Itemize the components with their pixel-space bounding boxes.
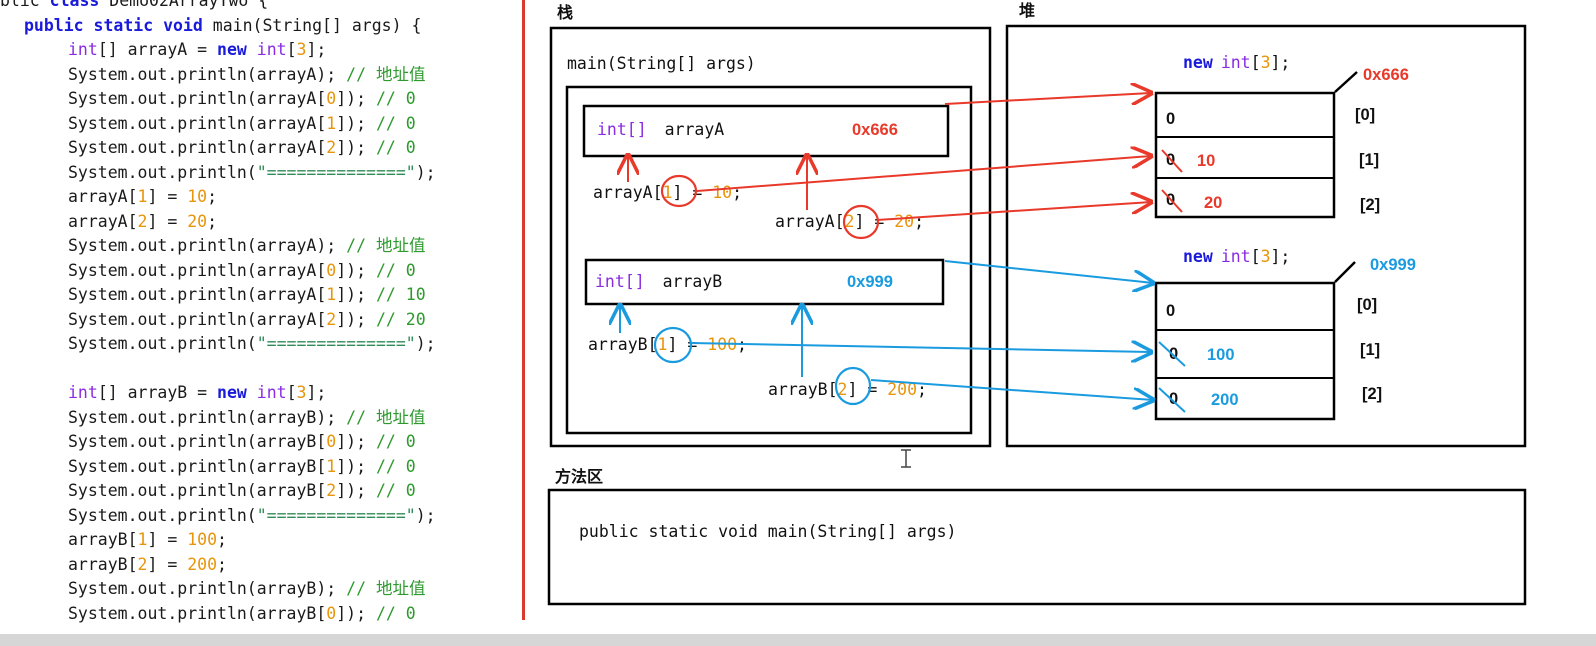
text-cursor-icon xyxy=(901,449,911,468)
method-area-signature: public static void main(String[] args) xyxy=(579,522,957,541)
heap-arrayB-box xyxy=(1154,281,1336,421)
panel-divider xyxy=(522,0,525,620)
code-line: System.out.println(arrayA); // 地址值 xyxy=(68,236,426,255)
arrayB-declaration: int[] arrayB xyxy=(595,272,722,291)
arrayA-index1-circle xyxy=(660,174,698,208)
heap-arrayA-address: 0x666 xyxy=(1363,66,1409,84)
arrayB-index1-write-arrow xyxy=(690,343,1151,352)
heap-arrayB-index: [1] xyxy=(1360,341,1380,359)
strike-mark xyxy=(1158,341,1186,367)
heap-arrayB-index: [2] xyxy=(1362,385,1382,403)
arrayB-index2-circle xyxy=(834,366,872,406)
arrayA-reference-arrow xyxy=(944,93,1151,104)
code-line: System.out.println(arrayB[0]); // 0 xyxy=(68,603,416,623)
heap-arrayA-box xyxy=(1154,91,1336,219)
strike-mark xyxy=(1161,189,1183,213)
heap-arrayA-address-pointer xyxy=(1334,71,1358,93)
arrayA-slot xyxy=(582,104,950,158)
code-line: System.out.println(arrayB); // 地址值 xyxy=(68,579,426,598)
code-line: System.out.println(arrayA[0]); // 0 xyxy=(68,89,416,108)
heap-arrayA-index: [0] xyxy=(1355,106,1375,124)
assign-arrayA-1: arrayA[1] = 10; xyxy=(593,183,742,202)
heap-arrayB-cell-value: 0 xyxy=(1169,390,1178,408)
heap-arrayB-cell-value: 100 xyxy=(1207,346,1235,364)
heap-arrayB-cell-value: 200 xyxy=(1211,391,1239,409)
arrayB-name: arrayB xyxy=(663,272,723,291)
arrayA-address: 0x666 xyxy=(852,121,898,139)
arrayB-slot xyxy=(584,258,945,306)
code-line: arrayB[2] = 200; xyxy=(68,554,227,574)
code-line: System.out.println(arrayA[0]); // 0 xyxy=(68,260,416,280)
code-line: System.out.println("=============="); xyxy=(68,162,436,182)
code-line: blic class Demo02ArrayTwo { xyxy=(0,0,269,10)
code-line: arrayA[2] = 20; xyxy=(68,211,218,231)
code-line: System.out.println("=============="); xyxy=(68,334,436,353)
arrayB-reference-arrow xyxy=(944,260,1153,283)
code-line: System.out.println(arrayB); // 地址值 xyxy=(68,407,426,427)
stack-box xyxy=(549,26,992,448)
arrayB-address: 0x999 xyxy=(847,273,893,291)
arrayA-index1-write-arrow xyxy=(696,156,1151,192)
heap-arrayA-cell-value: 20 xyxy=(1204,194,1222,212)
heap-box xyxy=(1005,24,1527,448)
code-line: System.out.println("=============="); xyxy=(68,505,436,525)
code-editor[interactable]: blic class Demo02ArrayTwo { public static… xyxy=(0,0,522,634)
bottom-scroll-bar[interactable] xyxy=(0,634,1596,646)
code-line: System.out.println(arrayA[2]); // 0 xyxy=(68,138,416,157)
main-frame-label: main(String[] args) xyxy=(567,54,756,73)
arrayA-type: int[] xyxy=(597,120,647,139)
strike-mark xyxy=(1161,149,1183,173)
strike-mark xyxy=(1158,387,1186,413)
code-line: System.out.println(arrayB[1]); // 0 xyxy=(68,456,416,476)
method-area-box xyxy=(547,488,1527,606)
heap-arrayA-cell-value: 10 xyxy=(1197,152,1215,170)
main-stack-frame xyxy=(565,85,973,435)
heap-arrayB-cell-value: 0 xyxy=(1166,302,1175,320)
heap-arrayA-cell-value: 0 xyxy=(1166,110,1175,128)
arrayA-declaration: int[] arrayA xyxy=(597,120,724,139)
code-line: System.out.println(arrayA); // 地址值 xyxy=(68,64,426,84)
heap-arrayB-index: [0] xyxy=(1357,296,1377,314)
arrayA-name: arrayA xyxy=(665,120,725,139)
heap-arrayB-address-pointer xyxy=(1334,261,1356,283)
heap-arrayB-address: 0x999 xyxy=(1370,256,1416,274)
code-line: System.out.println(arrayB[0]); // 0 xyxy=(68,432,416,451)
arrayB-type: int[] xyxy=(595,272,645,291)
heap-arrayA-index: [1] xyxy=(1359,151,1379,169)
arrayA-index2-circle xyxy=(842,204,880,240)
arrayA-index2-write-arrow xyxy=(876,202,1151,221)
code-line: System.out.println(arrayA[1]); // 0 xyxy=(68,113,416,133)
code-line: arrayB[1] = 100; xyxy=(68,530,227,549)
method-signature-text: public static void main(String[] args) xyxy=(579,522,957,541)
heap-arrayB-cell-value: 0 xyxy=(1169,345,1178,363)
method-area-title: 方法区 xyxy=(555,467,603,486)
memory-diagram: 栈 堆 方法区 main(String[] args) int[] arrayA… xyxy=(547,1,1527,606)
code-line: public static void main(String[] args) { xyxy=(24,15,422,35)
code-line: int[] arrayB = new int[3]; xyxy=(68,383,327,402)
heap-title: 堆 xyxy=(1019,1,1035,20)
arrayB-index1-circle xyxy=(653,326,693,364)
assign-arrayA-2: arrayA[2] = 20; xyxy=(775,212,924,231)
heap-arrayA-index: [2] xyxy=(1360,196,1380,214)
code-line: arrayA[1] = 10; xyxy=(68,187,218,206)
code-line: int[] arrayA = new int[3]; xyxy=(68,40,327,59)
code-line: System.out.println(arrayA[2]); // 20 xyxy=(68,309,426,329)
arrayB-index2-write-arrow xyxy=(870,379,1153,400)
code-line: System.out.println(arrayB[2]); // 0 xyxy=(68,481,416,500)
code-line: System.out.println(arrayA[1]); // 10 xyxy=(68,285,426,304)
assign-arrayB-2: arrayB[2] = 200; xyxy=(768,380,927,399)
stack-title: 栈 xyxy=(557,3,573,22)
